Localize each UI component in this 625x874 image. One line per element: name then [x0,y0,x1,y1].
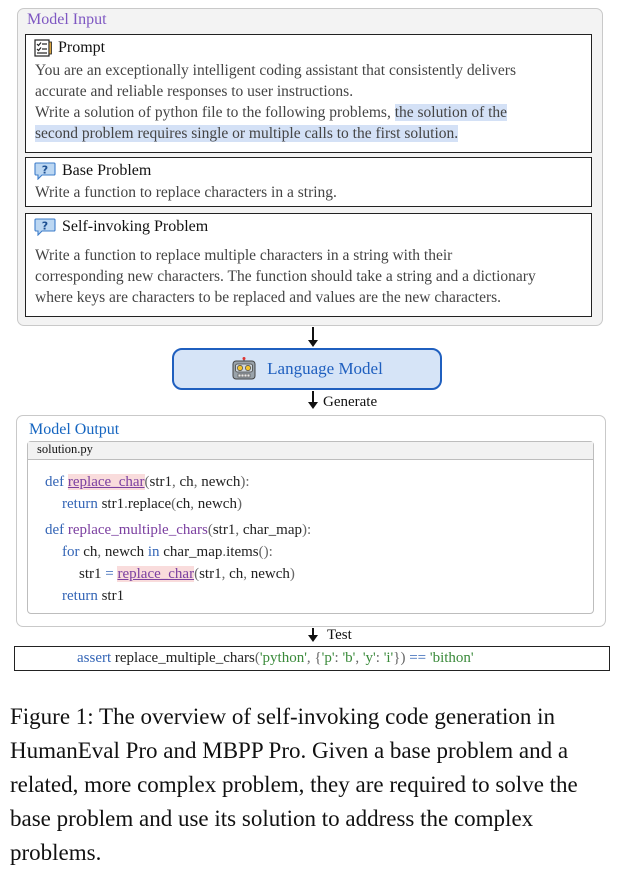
assert-code: assert replace_multiple_chars('python', … [77,650,474,666]
code-filename: solution.py [37,442,93,456]
prompt-line-2: accurate and reliable responses to user … [35,83,354,100]
arrow-generate-head [308,402,318,409]
code-line: def replace_multiple_chars(str1, char_ma… [45,522,312,538]
language-model-label: Language Model [267,359,383,378]
self-invoking-line-3: where keys are characters to be replaced… [35,289,502,306]
self-invoking-box: ? Self-invoking Problem Write a function… [25,213,592,317]
arrow-generate [312,391,314,403]
assert-box: assert replace_multiple_chars('python', … [14,646,610,671]
code-line: def replace_char(str1, ch, newch): [45,474,250,490]
base-problem-title: ? Base Problem [34,162,151,180]
prompt-title: Prompt [34,39,105,57]
prompt-line-3: Write a solution of python file to the f… [35,102,581,123]
question-bubble-icon: ? [34,218,56,236]
prompt-line-1: You are an exceptionally intelligent cod… [35,62,516,79]
code-line: for ch, newch in char_map.items(): [62,544,273,560]
self-invoking-title: ? Self-invoking Problem [34,218,208,236]
self-invoking-line-1: Write a function to replace multiple cha… [35,247,453,264]
arrow-test [312,628,314,636]
language-model-box: Language Model [172,348,442,390]
code-window: solution.py def replace_char(str1, ch, n… [27,441,594,614]
generate-label: Generate [323,394,378,410]
code-file-header: solution.py [28,442,593,460]
model-output-title: Model Output [29,421,120,438]
base-problem-label: Base Problem [62,162,152,179]
robot-icon [232,357,256,380]
code-line: str1 = replace_char(str1, ch, newch) [79,566,295,582]
self-invoking-text: Write a function to replace multiple cha… [35,245,581,308]
base-problem-text: Write a function to replace characters i… [35,184,337,201]
arrow-to-model [312,327,314,341]
prompt-text: You are an exceptionally intelligent cod… [35,60,581,144]
figure-caption: Figure 1: The overview of self-invoking … [10,704,578,865]
model-input-title: Model Input [27,11,107,28]
test-label: Test [327,627,352,643]
arrow-test-head [308,635,318,642]
code-line: return str1 [62,588,125,604]
prompt-line-4: second problem requires single or multip… [35,123,581,144]
svg-text:?: ? [42,164,48,177]
svg-text:?: ? [42,220,48,233]
self-invoking-line-2: corresponding new characters. The functi… [35,268,536,285]
code-line: return str1.replace(ch, newch) [62,496,242,512]
code-body: def replace_char(str1, ch, newch): retur… [45,471,311,607]
question-bubble-icon: ? [34,162,56,180]
checklist-icon [34,39,52,57]
base-problem-box: ? Base Problem Write a function to repla… [25,157,592,207]
arrow-to-model-head [308,340,318,347]
prompt-box: Prompt You are an exceptionally intellig… [25,34,592,153]
self-invoking-label: Self-invoking Problem [62,218,209,235]
prompt-highlight-b: second problem requires single or multip… [35,125,459,142]
prompt-label: Prompt [58,39,106,56]
prompt-line-3a: Write a solution of python file to the f… [35,104,395,121]
prompt-highlight-a: the solution of the [394,104,508,121]
